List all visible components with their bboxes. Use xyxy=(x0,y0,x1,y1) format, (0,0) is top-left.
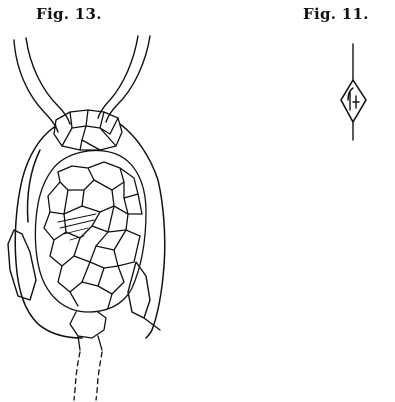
fig-11-spindle-cell xyxy=(341,44,366,140)
